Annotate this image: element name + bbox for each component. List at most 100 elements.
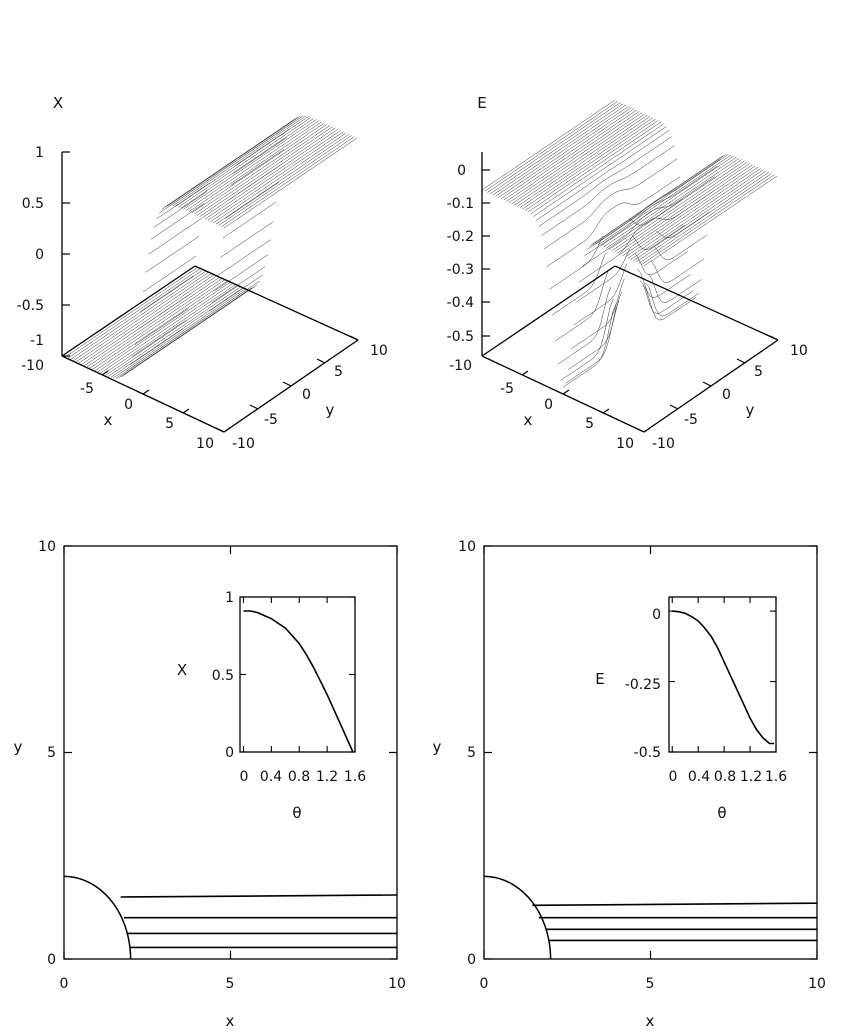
surface-mesh-line	[102, 284, 236, 375]
y-tick-label: 0	[47, 952, 56, 968]
x-tick-label: 10	[388, 976, 406, 992]
surface-mesh-line	[484, 101, 618, 192]
surface-mesh-line	[183, 119, 317, 210]
y-axis-title-e: y	[746, 401, 755, 419]
surface-mesh-line	[233, 137, 287, 174]
z-axis-title-e: E	[477, 94, 486, 112]
z-tick-label: -0.4	[447, 295, 474, 311]
surface-mesh-line	[525, 120, 659, 211]
y-axis-title: y	[433, 738, 442, 756]
y-tick-label: 0	[467, 952, 476, 968]
surface-mesh-line	[535, 130, 670, 221]
surface-mesh-line	[186, 120, 320, 211]
surface-mesh-line	[503, 109, 637, 201]
surface-mesh-line	[75, 272, 209, 363]
x-tick-label: -10	[21, 358, 44, 374]
surface-mesh-line	[153, 191, 208, 228]
x-tick-label: 5	[165, 416, 174, 432]
surface-mesh-line	[88, 278, 223, 369]
y-tick-label: 5	[47, 745, 56, 761]
x-tick-label: 0	[544, 397, 553, 413]
surface-mesh-e	[481, 99, 778, 388]
surface-mesh-line	[123, 284, 258, 375]
contour-plot-e: 0 5 10 0 5 10 x y 0 -0.25 -0.5 0 0.4 0.8…	[433, 539, 826, 1030]
contour-plot-x: 0 5 10 0 5 10 x y 0 0.5 1 0 0.4 0.8 1.2 …	[14, 539, 406, 1030]
inset-x-tick-label: 1.6	[765, 769, 787, 785]
surface-mesh-line	[94, 280, 228, 372]
surface-mesh-line	[210, 131, 344, 222]
surface-mesh-line	[650, 258, 705, 283]
surface-mesh-line	[631, 224, 686, 250]
surface-mesh-line	[175, 116, 309, 207]
surface-mesh-line	[134, 308, 189, 346]
surface-mesh-line	[80, 274, 215, 366]
surface-mesh-line	[219, 221, 274, 258]
surface-box-x	[61, 152, 359, 433]
surface-mesh-line	[213, 132, 347, 224]
surface-mesh-line	[645, 282, 699, 317]
surface-mesh-line	[508, 112, 643, 203]
surface-mesh-line	[633, 170, 767, 262]
surface-mesh-line	[215, 133, 350, 225]
inset-x-tick-label: 1.6	[344, 769, 366, 785]
surface-mesh-line	[606, 158, 740, 249]
surface-mesh-line	[522, 118, 656, 210]
z-axis-title-x: X	[53, 94, 63, 112]
surface-mesh-line	[656, 211, 710, 239]
surface-mesh-line	[150, 202, 205, 240]
x-tick-label: 0	[480, 976, 489, 992]
surface-mesh-line	[533, 126, 667, 217]
x-axis-title: x	[646, 1012, 655, 1030]
surface-mesh-line	[204, 128, 339, 220]
surface-mesh-line	[207, 130, 341, 221]
surface-mesh-line	[619, 164, 753, 255]
surface-mesh-line	[530, 123, 664, 215]
inset-x-tick-label: 0.4	[688, 769, 710, 785]
surface-mesh-line	[587, 159, 721, 250]
z-tick-label: -0.5	[17, 298, 44, 314]
surface-mesh-line	[608, 159, 743, 250]
y-tick-label: -5	[684, 412, 698, 428]
surface-mesh-line	[546, 176, 680, 268]
surface-mesh-line	[492, 104, 626, 196]
surface-mesh-line	[603, 156, 737, 248]
z-tick-label: -0.5	[447, 329, 474, 345]
inset-plot-x: 0 0.5 1 0 0.4 0.8 1.2 1.6 θ X	[177, 590, 366, 822]
z-tick-label: 0	[35, 247, 44, 263]
surface-mesh-line	[611, 160, 745, 252]
surface-mesh-line	[225, 182, 279, 219]
surface-plot-x: X 1 0.5 0 -0.5 -1 -10 -5 0 5 10 x -10 -5…	[17, 94, 388, 452]
surface-mesh-line	[99, 283, 233, 374]
surface-mesh-line	[177, 117, 312, 208]
surface-mesh-line	[616, 163, 751, 254]
y-axis-title-x: y	[326, 401, 335, 419]
surface-mesh-line	[639, 280, 694, 314]
surface-mesh-line	[642, 285, 697, 321]
y-tick-label: 10	[38, 539, 56, 555]
surface-mesh-line	[614, 161, 748, 253]
y-tick-label: 5	[754, 364, 763, 380]
surface-mesh-line	[562, 303, 617, 388]
surface-mesh-line	[145, 236, 200, 273]
x-tick-label: -10	[449, 358, 472, 374]
surface-mesh-line	[211, 266, 266, 303]
surface-mesh-line	[191, 122, 325, 214]
y-tick-label: 5	[334, 364, 343, 380]
surface-mesh-line	[218, 135, 352, 226]
surface-mesh-line	[634, 250, 689, 276]
surface-mesh-line	[568, 291, 622, 370]
surface-mesh-line	[595, 154, 729, 245]
x-tick-label: 0	[60, 976, 69, 992]
y-tick-label: 10	[370, 343, 388, 359]
surface-mesh-line	[511, 113, 645, 205]
x-axis-title-e: x	[524, 411, 533, 429]
surface-mesh-line	[638, 173, 772, 264]
surface-mesh-line	[641, 174, 775, 265]
inset-x-tick-label: 0.4	[260, 769, 282, 785]
surface-mesh-line	[142, 255, 197, 293]
inset-y-axis-title: E	[595, 670, 604, 688]
surface-mesh-line	[96, 282, 231, 373]
inset-x-axis-title: θ	[292, 804, 301, 822]
surface-mesh-line	[565, 301, 620, 384]
surface-mesh-line	[630, 169, 764, 260]
